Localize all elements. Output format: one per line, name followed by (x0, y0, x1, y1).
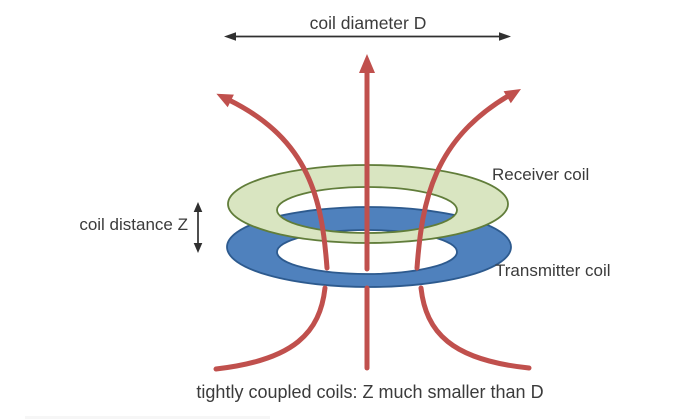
receiver-coil-label: Receiver coil (492, 165, 590, 184)
diameter-label: coil diameter D (309, 13, 427, 33)
field-line-left-top (226, 97, 330, 271)
field-lines (213, 54, 532, 372)
field-arrowhead-right-icon (503, 89, 521, 104)
field-line-right-bottom (418, 285, 532, 371)
arrowhead-left-icon (224, 32, 236, 41)
arrowhead-up-icon (193, 202, 203, 212)
receiver-coil-ring (227, 164, 509, 244)
scan-artifact-line (25, 416, 270, 419)
distance-arrow (193, 202, 203, 253)
field-line-left-bottom (213, 285, 328, 372)
arrowhead-right-icon (499, 32, 511, 41)
distance-label: coil distance Z (79, 215, 188, 234)
field-line-right-top (414, 93, 511, 271)
arrowhead-down-icon (193, 243, 203, 253)
caption: tightly coupled coils: Z much smaller th… (196, 382, 544, 402)
diameter-arrow (224, 32, 511, 41)
transmitter-coil-label: Transmitter coil (495, 261, 611, 280)
field-arrowhead-left-icon (216, 93, 234, 108)
field-arrowhead-up-icon (359, 54, 375, 73)
